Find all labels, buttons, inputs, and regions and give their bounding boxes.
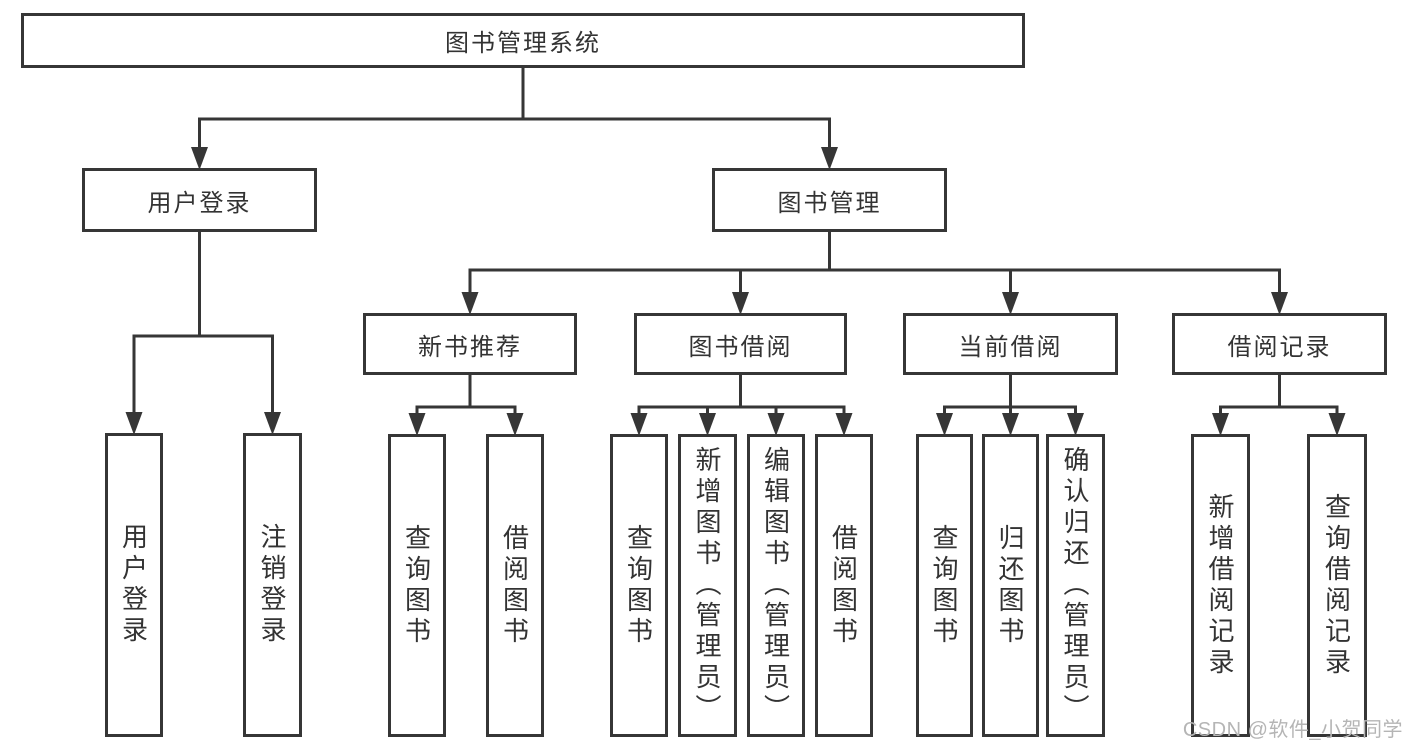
arrow-head-icon [408,413,426,436]
diagram-node-user-login: 用户登录 [82,168,317,232]
arrow-head-icon [936,413,953,436]
diagram-node-br-query-record: 查询借阅记录 [1307,434,1367,737]
diagram-node-book-mgmt: 图书管理 [712,168,947,232]
diagram-node-borrow-records: 借阅记录 [1172,313,1387,375]
diagram-node-leaf-user-login: 用户登录 [105,433,163,737]
diagram-node-br-add-record: 新增借阅记录 [1191,434,1250,737]
arrow-head-icon [1002,413,1019,436]
diagram-node-rec-borrow-book: 借阅图书 [486,434,544,737]
arrow-head-icon [767,413,785,436]
diagram-node-rec-query-book: 查询图书 [388,434,446,737]
arrow-head-icon [1328,413,1346,436]
csdn-watermark: CSDN @软件_小贺同学 [1182,719,1403,741]
arrow-head-icon [125,412,143,435]
diagram-node-root: 图书管理系统 [21,13,1025,68]
diagram-node-new-book-rec: 新书推荐 [363,313,577,375]
arrow-head-icon [1067,413,1084,436]
arrow-head-icon [835,413,853,436]
diagram-node-cb-query-book: 查询图书 [916,434,973,737]
arrow-head-icon [1002,292,1019,315]
diagram-node-current-borrow: 当前借阅 [903,313,1118,375]
diagram-node-bb-borrow-book: 借阅图书 [815,434,873,737]
diagram-node-bb-add-book: 新增图书（管理员） [678,434,737,737]
arrow-head-icon [264,412,281,435]
arrow-head-icon [732,292,749,315]
arrow-head-icon [1271,292,1288,315]
diagram-node-leaf-logout: 注销登录 [243,433,302,737]
diagram-node-cb-confirm-return: 确认归还（管理员） [1046,434,1105,737]
diagram-node-book-borrow: 图书借阅 [634,313,847,375]
arrow-head-icon [1212,413,1229,436]
arrow-head-icon [821,147,838,170]
arrow-head-icon [630,413,648,436]
diagram-node-bb-query-book: 查询图书 [610,434,668,737]
arrow-head-icon [506,413,524,436]
arrow-head-icon [461,292,479,315]
arrow-head-icon [191,147,208,170]
diagram-node-cb-return-book: 归还图书 [982,434,1039,737]
diagram-node-bb-edit-book: 编辑图书（管理员） [747,434,805,737]
arrow-head-icon [699,413,716,436]
